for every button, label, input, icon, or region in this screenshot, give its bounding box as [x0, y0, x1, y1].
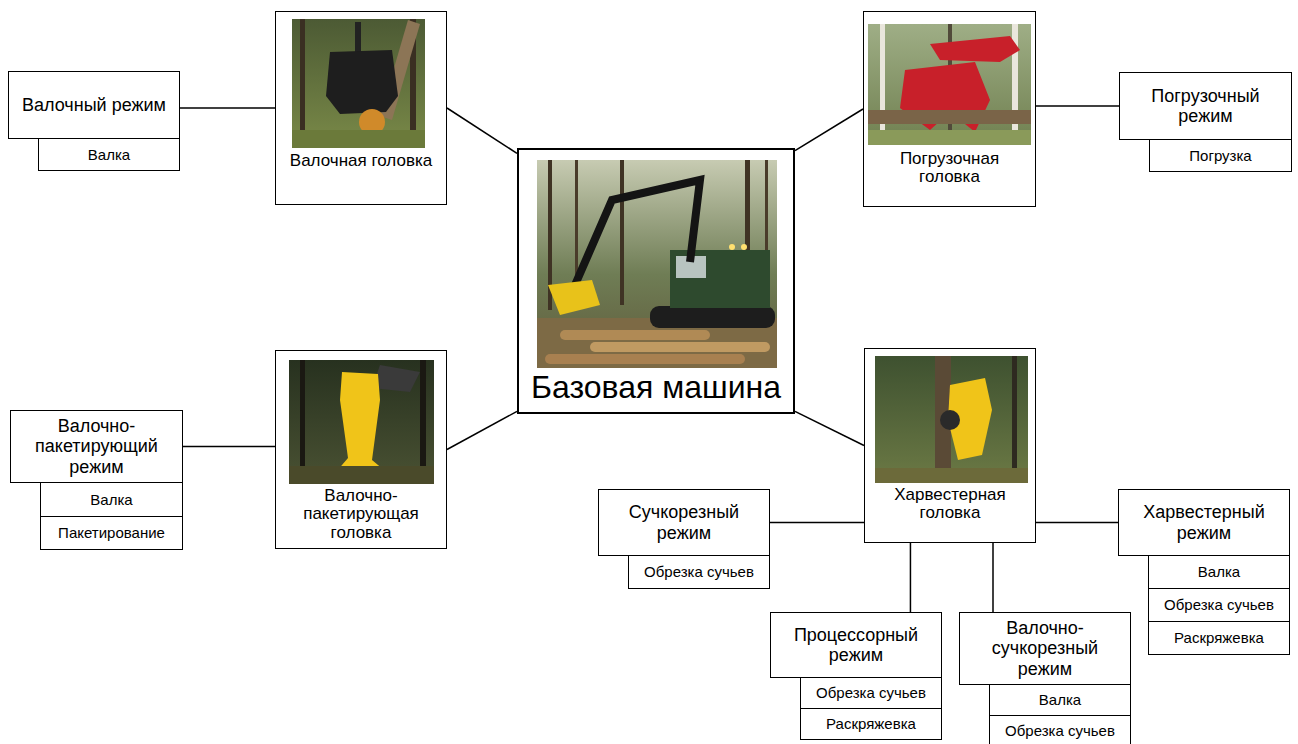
ground	[292, 130, 425, 148]
node-label: Валка	[90, 491, 132, 508]
node-label: Базовая машина	[531, 370, 781, 406]
node-label: Процессорный режим	[777, 625, 935, 665]
log	[560, 330, 710, 340]
node-label: Обрезка сучьев	[1005, 722, 1115, 739]
node-label: Валочная головка	[290, 152, 432, 170]
operation-box: Валка	[1148, 555, 1290, 589]
harvester-head-picture	[875, 356, 1028, 483]
connector-line	[1036, 105, 1119, 107]
work-light	[729, 244, 735, 250]
mode-box: Валочный режим	[8, 71, 180, 139]
node-label: Погрузка	[1189, 147, 1251, 164]
ground	[868, 130, 1031, 145]
operation-box: Обрезка сучьев	[1148, 588, 1290, 622]
base-machine-box: Базовая машина	[517, 148, 795, 414]
node-label: Валочный режим	[22, 95, 166, 115]
connector-line	[992, 543, 994, 612]
mode-box: Валочно-пакетирующий режим	[10, 410, 183, 483]
forest-background	[292, 19, 425, 148]
log	[545, 354, 745, 364]
birch-trunk	[880, 24, 885, 145]
attachment-box: Валочно-пакетирующая головка	[275, 350, 447, 549]
node-label: Раскряжевка	[826, 715, 916, 732]
log	[590, 342, 770, 352]
boom	[575, 180, 700, 285]
connector-line	[795, 411, 864, 445]
operation-box: Погрузка	[1149, 139, 1292, 172]
tree-trunk	[620, 160, 624, 305]
tree-trunk	[1012, 356, 1017, 483]
ground	[289, 466, 434, 484]
mode-box: Валочно-сучкорезный режим	[959, 612, 1131, 685]
node-label: Сучкорезный режим	[605, 502, 763, 542]
mode-box: Процессорный режим	[770, 612, 942, 678]
attachment-box: Валочная головка	[275, 11, 447, 205]
feller-buncher-head-picture	[289, 360, 434, 484]
node-label: Погрузочный режим	[1126, 86, 1285, 126]
connector-line	[770, 522, 864, 524]
log	[868, 110, 1031, 124]
operation-box: Раскряжевка	[1148, 621, 1290, 655]
connector-line	[447, 108, 517, 153]
loading-head-picture	[868, 24, 1031, 145]
node-label: Обрезка сучьев	[1164, 596, 1274, 613]
forest-background	[875, 356, 1028, 483]
tree-trunk	[300, 19, 305, 148]
feller-buncher-head	[336, 372, 384, 472]
operation-box: Валка	[38, 138, 180, 171]
forest-background	[868, 24, 1031, 145]
connector-line	[1036, 522, 1118, 524]
node-label: Обрезка сучьев	[816, 684, 926, 701]
node-label: Погрузочная головка	[869, 150, 1030, 187]
attachment-box: Погрузочная головка	[863, 11, 1036, 207]
mode-box: Сучкорезный режим	[598, 489, 770, 556]
node-label: Валочно-пакетирующая головка	[281, 487, 441, 542]
mode-box: Погрузочный режим	[1119, 72, 1292, 140]
operation-box: Обрезка сучьев	[989, 715, 1131, 744]
node-label: Пакетирование	[58, 524, 165, 541]
operation-box: Обрезка сучьев	[800, 677, 942, 709]
node-label: Валочно-пакетирующий режим	[17, 416, 176, 476]
connector-line	[910, 543, 912, 612]
operation-box: Валка	[40, 482, 183, 517]
boom	[355, 22, 361, 52]
operation-box: Раскряжевка	[800, 708, 942, 740]
harvester-head	[548, 280, 600, 315]
node-label: Валка	[88, 146, 130, 163]
operation-box: Валка	[989, 684, 1131, 716]
operation-box: Обрезка сучьев	[628, 555, 770, 589]
attachment-box: Харвестерная головка	[864, 348, 1036, 543]
connector-line	[447, 411, 517, 449]
feed-roller	[940, 410, 960, 430]
ground	[875, 468, 1028, 483]
boom	[930, 36, 1020, 62]
node-label: Валка	[1198, 563, 1240, 580]
operation-box: Пакетирование	[40, 516, 183, 550]
felling-head-picture	[292, 19, 425, 148]
connector-line	[795, 109, 863, 151]
connector-line	[180, 107, 275, 109]
felling-head	[326, 50, 398, 114]
machine-body	[670, 250, 770, 308]
track	[650, 306, 775, 328]
base-machine-picture	[537, 160, 777, 368]
node-label: Обрезка сучьев	[644, 563, 754, 580]
boom	[372, 365, 420, 392]
forest-background	[537, 160, 777, 368]
node-label: Харвестерная головка	[870, 486, 1030, 523]
work-light	[741, 244, 747, 250]
tree-trunk	[420, 360, 426, 484]
node-label: Валка	[1039, 691, 1081, 708]
mode-box: Харвестерный режим	[1118, 489, 1290, 556]
node-label: Валочно-сучкорезный режим	[966, 618, 1124, 678]
node-label: Раскряжевка	[1174, 629, 1264, 646]
forest-background	[289, 360, 434, 484]
node-label: Харвестерный режим	[1125, 502, 1283, 542]
tree-trunk	[300, 360, 305, 484]
connector-line	[183, 446, 275, 448]
